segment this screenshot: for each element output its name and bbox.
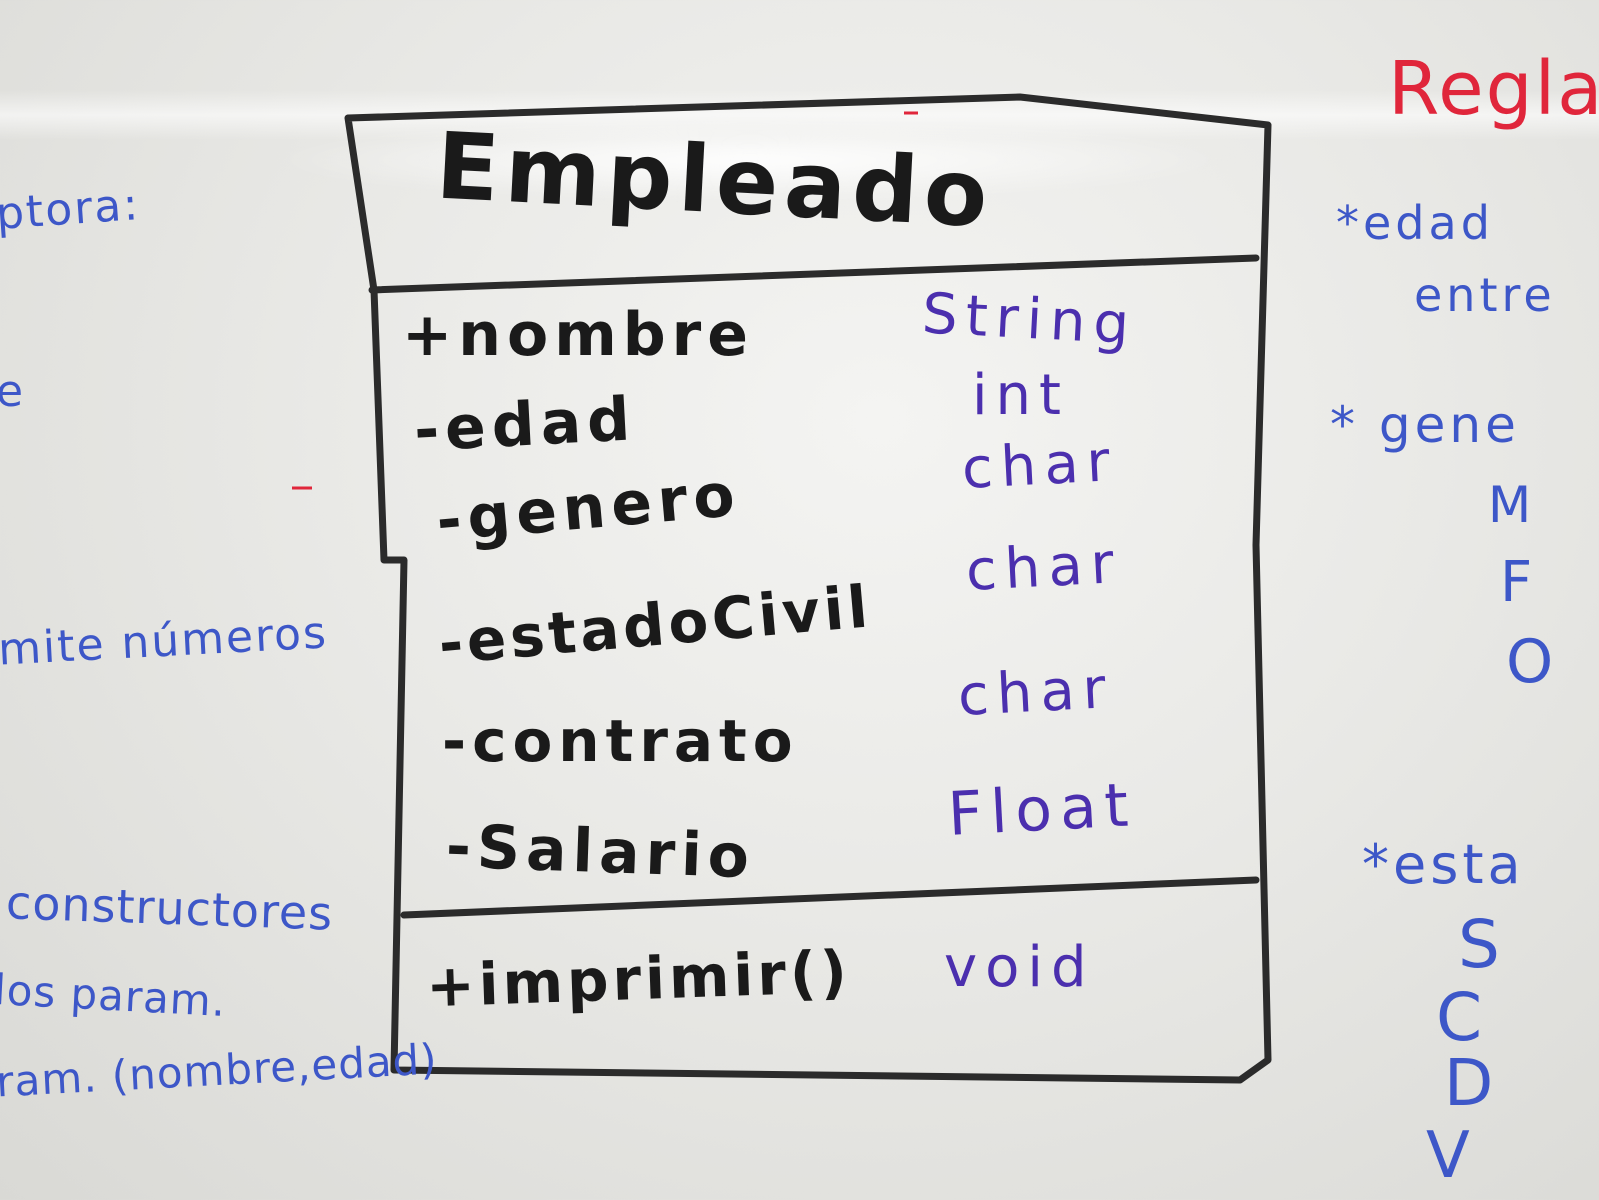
attr-type-3: char [964, 530, 1124, 605]
attr-name-0: +nombre [402, 300, 754, 370]
rule1-line2: entre [1414, 268, 1556, 322]
left-note-1: e [0, 366, 24, 417]
board-glare [260, 120, 1240, 200]
uml-class-name: Empleado [433, 112, 997, 249]
attr-name-5: -Salario [444, 811, 757, 893]
attr-type-2: char [960, 428, 1120, 503]
rules-title: Regla [1388, 46, 1599, 132]
left-note-4: los param. [0, 964, 228, 1027]
method-type-0: void [944, 935, 1095, 1000]
attr-name-4: -contrato [442, 707, 799, 775]
rule3: *esta [1362, 833, 1525, 896]
uml-methods-divider [400, 876, 1260, 919]
left-note-0: ptora: [0, 179, 142, 240]
method-name-0: +imprimir() [424, 937, 852, 1021]
civil-option-2: D [1444, 1047, 1494, 1121]
uml-header-divider [368, 254, 1260, 294]
left-note-3: constructores [5, 875, 335, 941]
attr-type-5: Float [946, 770, 1138, 850]
civil-option-3: V [1426, 1119, 1470, 1193]
gender-option-1: F [1500, 550, 1533, 615]
attr-name-1: -edad [412, 384, 638, 466]
attr-type-4: char [956, 655, 1116, 730]
civil-option-0: S [1458, 906, 1500, 983]
uml-outer-border [344, 93, 1272, 1084]
attr-type-0: String [920, 281, 1139, 358]
gender-option-0: M [1488, 476, 1532, 534]
attr-type-1: int [972, 363, 1070, 428]
rule2: * gene [1330, 396, 1520, 454]
gender-option-2: O [1506, 627, 1554, 697]
rule1-line1: *edad [1336, 196, 1494, 250]
civil-option-1: C [1436, 979, 1483, 1056]
